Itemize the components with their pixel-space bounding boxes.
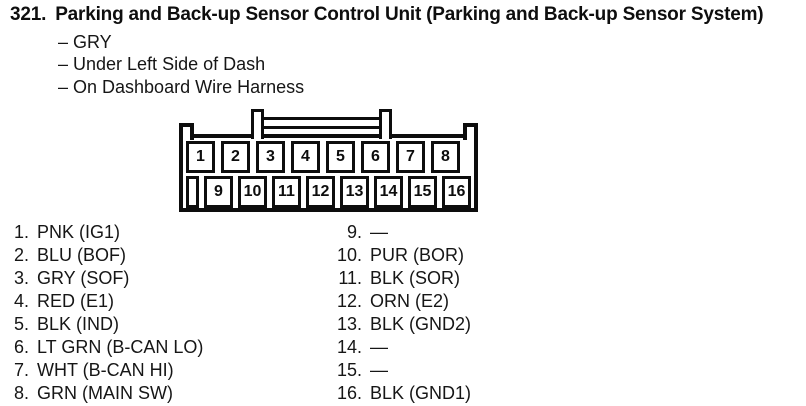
pin-number: 11. <box>338 268 362 288</box>
pin-number: 1. <box>13 222 29 242</box>
pin-label: BLK (SOR) <box>370 268 461 288</box>
pin-box-13: 13 <box>340 176 369 208</box>
pin-number: 10. <box>336 245 362 265</box>
pin-number: 16. <box>336 383 362 403</box>
pin-number: 9. <box>346 222 362 242</box>
pin-number: 7. <box>13 360 29 380</box>
pin-list-row: 16. BLK (GND1) <box>330 382 471 405</box>
pin-label: WHT (B-CAN HI) <box>37 360 174 380</box>
pin-list-row: 2. BLU (BOF) <box>6 244 203 267</box>
pin-number: 4. <box>13 291 29 311</box>
pin-box-1: 1 <box>186 141 215 173</box>
pin-list-row: 6. LT GRN (B-CAN LO) <box>6 336 203 359</box>
pin-box-14: 14 <box>374 176 403 208</box>
attribute-line-harness: – On Dashboard Wire Harness <box>58 76 305 97</box>
pin-list-row: 14. — <box>330 336 471 359</box>
pin-number: 12. <box>336 291 362 311</box>
latch-post-left-icon <box>251 109 264 139</box>
pin-label: BLK (IND) <box>37 314 120 334</box>
latch-bar-icon <box>257 117 387 129</box>
pin-box-16: 16 <box>442 176 471 208</box>
attribute-line-location: – Under Left Side of Dash <box>58 54 266 75</box>
pin-label: LT GRN (B-CAN LO) <box>37 337 204 357</box>
pin-label: GRY (SOF) <box>37 268 130 288</box>
section-title: Parking and Back-up Sensor Control Unit … <box>55 4 764 25</box>
latch-post-right-icon <box>379 109 392 139</box>
pin-number: 6. <box>13 337 29 357</box>
pin-box-6: 6 <box>361 141 390 173</box>
pin-label: — <box>370 360 388 380</box>
pin-list-row: 13. BLK (GND2) <box>330 313 471 336</box>
pin-list-row: 1. PNK (IG1) <box>6 221 203 244</box>
pin-number: 2. <box>13 245 29 265</box>
pin-box-8: 8 <box>431 141 460 173</box>
pin-box-12: 12 <box>306 176 335 208</box>
pin-list-row: 8. GRN (MAIN SW) <box>6 382 203 405</box>
section-number: 321. <box>10 4 47 25</box>
pin-list-row: 5. BLK (IND) <box>6 313 203 336</box>
pin-box-7: 7 <box>396 141 425 173</box>
pin-number: 8. <box>13 383 29 403</box>
pin-label: BLK (GND2) <box>370 314 472 334</box>
pin-box-3: 3 <box>256 141 285 173</box>
pin-number: 14. <box>336 337 362 357</box>
pin-list-row: 9. — <box>330 221 471 244</box>
pin-box-5: 5 <box>326 141 355 173</box>
pin-list-row: 4. RED (E1) <box>6 290 203 313</box>
pin-label: ORN (E2) <box>370 291 450 311</box>
corner-tab-left-icon <box>179 123 194 140</box>
pin-label: PUR (BOR) <box>370 245 464 265</box>
pin-label: — <box>370 222 388 242</box>
attribute-list: – GRY – Under Left Side of Dash – On Das… <box>58 31 304 98</box>
pin-box-2: 2 <box>221 141 250 173</box>
pin-list-right: 9.—10.PUR (BOR)11.BLK (SOR)12.ORN (E2)13… <box>330 221 471 405</box>
pin-label: BLK (GND1) <box>370 383 472 403</box>
pin-box-10: 10 <box>238 176 267 208</box>
pin-box-15: 15 <box>408 176 437 208</box>
attribute-line-color: – GRY <box>58 32 112 52</box>
blank-key-cell <box>186 176 199 208</box>
pin-label: BLU (BOF) <box>37 245 127 265</box>
pin-number: 13. <box>336 314 362 334</box>
pin-box-4: 4 <box>291 141 320 173</box>
pin-list-left: 1. PNK (IG1) 2. BLU (BOF) 3. GRY (SOF) 4. RED (… <box>6 221 203 405</box>
section-heading: 321. Parking and Back-up Sensor Control … <box>10 4 764 26</box>
pin-list-row: 15. — <box>330 359 471 382</box>
pin-list-row: 3. GRY (SOF) <box>6 267 203 290</box>
pin-list-row: 11. BLK (SOR) <box>330 267 471 290</box>
pin-label: GRN (MAIN SW) <box>37 383 173 403</box>
pin-number: 3. <box>13 268 29 288</box>
pin-label: PNK (IG1) <box>37 222 121 242</box>
pin-list-row: 12. ORN (E2) <box>330 290 471 313</box>
pin-label: RED (E1) <box>37 291 115 311</box>
corner-tab-right-icon <box>463 123 478 140</box>
pin-label: — <box>370 337 388 357</box>
pin-list-row: 10. PUR (BOR) <box>330 244 471 267</box>
pin-box-9: 9 <box>204 176 233 208</box>
pin-box-11: 11 <box>272 176 301 208</box>
pin-number: 15. <box>336 360 362 380</box>
pin-list-row: 7. WHT (B-CAN HI) <box>6 359 203 382</box>
pin-number: 5. <box>13 314 29 334</box>
